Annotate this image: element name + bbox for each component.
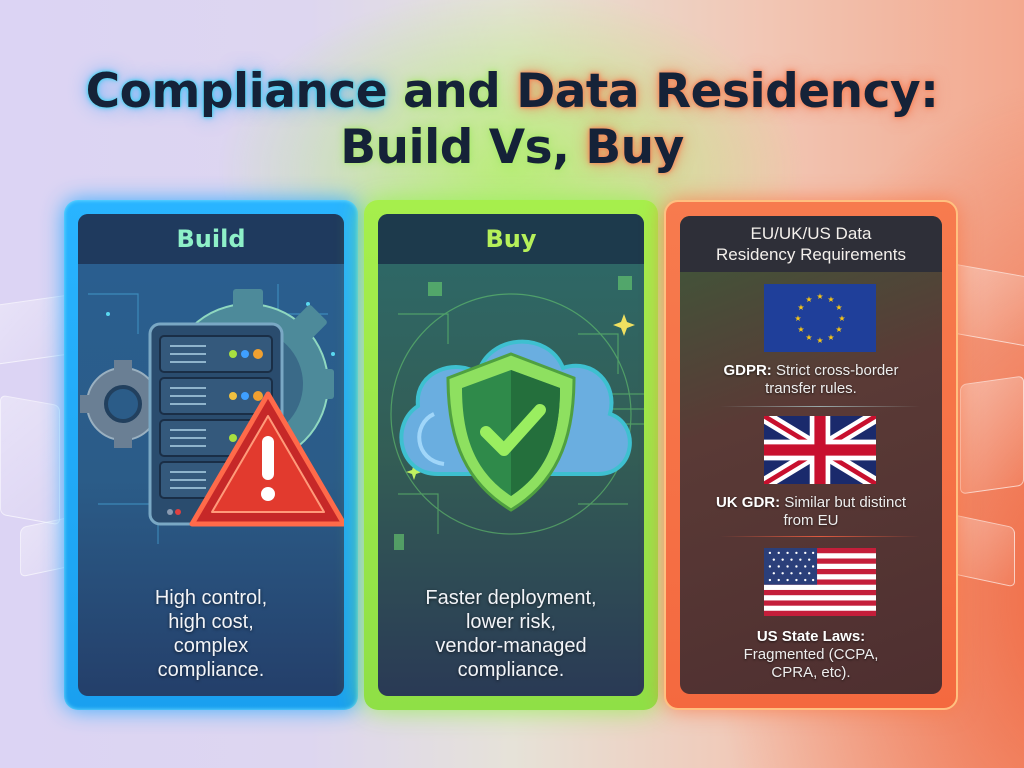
svg-text:★: ★	[827, 295, 834, 304]
decorative-glass-panel	[0, 394, 60, 526]
svg-text:★: ★	[805, 333, 812, 342]
svg-text:★: ★	[816, 336, 823, 345]
build-card-description: High control, high cost, complex complia…	[154, 587, 268, 681]
buy-card-description: Faster deployment, lower risk, vendor-ma…	[425, 587, 597, 681]
svg-text:★: ★	[816, 292, 823, 301]
decorative-glass-panel	[960, 375, 1024, 495]
us-flag-icon	[764, 548, 876, 616]
page-title: Compliance and Data Residency: Build Vs,…	[0, 64, 1024, 176]
build-card: Build	[64, 200, 358, 710]
svg-text:★: ★	[827, 333, 834, 342]
decorative-glass-panel	[0, 294, 70, 366]
title-word: Compliance	[85, 64, 388, 119]
svg-text:★: ★	[794, 314, 801, 323]
uk-gdr-text: UK GDR: Similar but distinct from EU	[715, 494, 907, 529]
svg-text:★: ★	[805, 295, 812, 304]
svg-text:★: ★	[797, 325, 804, 334]
svg-text:★: ★	[838, 314, 845, 323]
buy-card: Buy Faster deployment, lower risk, vendo…	[364, 200, 658, 710]
eu-flag-icon: ★★★★ ★★★★ ★★★★	[764, 284, 876, 352]
divider	[720, 406, 920, 407]
residency-card: EU/UK/US Data Residency Requirements ★★★…	[664, 200, 958, 710]
divider	[720, 536, 920, 537]
title-word: Buy	[585, 120, 684, 175]
svg-text:★: ★	[835, 303, 842, 312]
decorative-glass-panel	[950, 262, 1024, 348]
gdpr-text: GDPR: Strict cross-border transfer rules…	[723, 362, 899, 397]
uk-flag-icon	[764, 416, 876, 484]
us-state-laws-text: US State Laws: Fragmented (CCPA, CPRA, e…	[743, 628, 879, 681]
server-gear-warning-icon	[80, 284, 344, 544]
title-word: Data Residency:	[516, 64, 939, 119]
residency-card-heading: EU/UK/US Data Residency Requirements	[680, 216, 942, 272]
svg-text:★: ★	[835, 325, 842, 334]
build-card-heading: Build	[78, 214, 344, 264]
svg-text:★: ★	[797, 303, 804, 312]
title-word: and	[403, 64, 501, 119]
buy-card-heading: Buy	[378, 214, 644, 264]
title-word: Build Vs,	[340, 120, 570, 175]
cloud-shield-check-icon	[390, 276, 644, 550]
